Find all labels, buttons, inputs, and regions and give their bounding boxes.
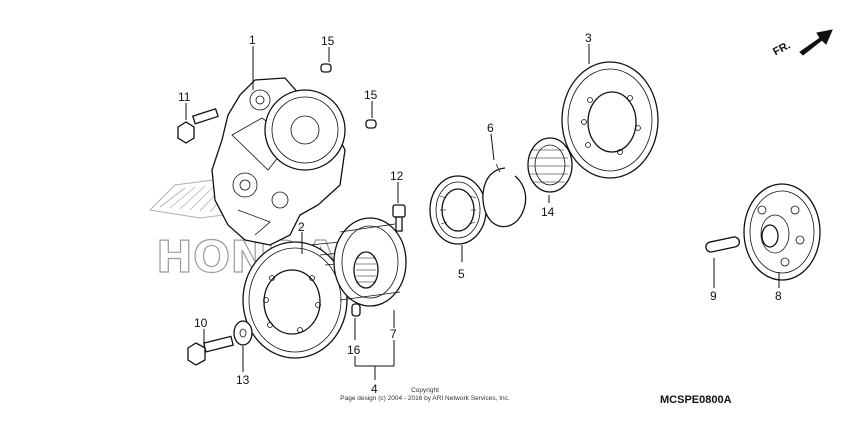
copyright-line-1: Copyright [411, 387, 439, 394]
part-7-one-way-clutch-outer [333, 217, 407, 307]
diagram-code: MCSPE0800A [660, 394, 732, 406]
callout-5: 5 [458, 267, 465, 281]
callout-3: 3 [585, 31, 592, 45]
copyright-line-2: Page design (c) 2004 - 2016 by ARI Netwo… [340, 395, 510, 402]
part-5-one-way-clutch [429, 175, 487, 245]
part-3-starter-gear [561, 61, 659, 179]
callout-2: 2 [298, 220, 305, 234]
callout-15-lower: 15 [364, 88, 378, 102]
callout-11: 11 [178, 90, 191, 104]
callout-6: 6 [487, 121, 494, 135]
part-15-dowel-lower [365, 119, 377, 129]
part-16-dowel [351, 303, 361, 317]
leader-lines [185, 44, 780, 380]
part-12-bolt [392, 204, 406, 232]
part-9-shaft [705, 236, 741, 253]
part-1-pump [211, 77, 346, 246]
callout-4: 4 [371, 382, 378, 396]
callout-16: 16 [347, 343, 361, 357]
callout-1: 1 [249, 33, 256, 47]
callout-9: 9 [710, 289, 717, 303]
callout-10: 10 [194, 316, 208, 330]
callout-7: 7 [390, 327, 397, 341]
part-13-washer [233, 320, 253, 346]
part-10-bolt [187, 335, 234, 366]
part-11-bolt [177, 107, 219, 144]
callout-12: 12 [390, 169, 404, 183]
callout-14: 14 [541, 205, 555, 219]
part-2-driven-gear [242, 239, 376, 359]
front-direction-arrow: FR. [771, 29, 833, 58]
pump-gear [264, 89, 346, 171]
part-8-reduction-gear [743, 183, 821, 281]
callout-labels: 1 2 3 4 5 6 7 8 9 10 11 12 13 14 15 15 1… [178, 31, 782, 396]
direction-label: FR. [771, 39, 792, 58]
callout-13: 13 [236, 373, 250, 387]
callout-15-upper: 15 [321, 34, 335, 48]
part-6-snap-ring [482, 163, 527, 228]
callout-8: 8 [775, 289, 782, 303]
part-14-needle-bearing [527, 137, 573, 193]
part-15-dowel-upper [320, 63, 332, 73]
